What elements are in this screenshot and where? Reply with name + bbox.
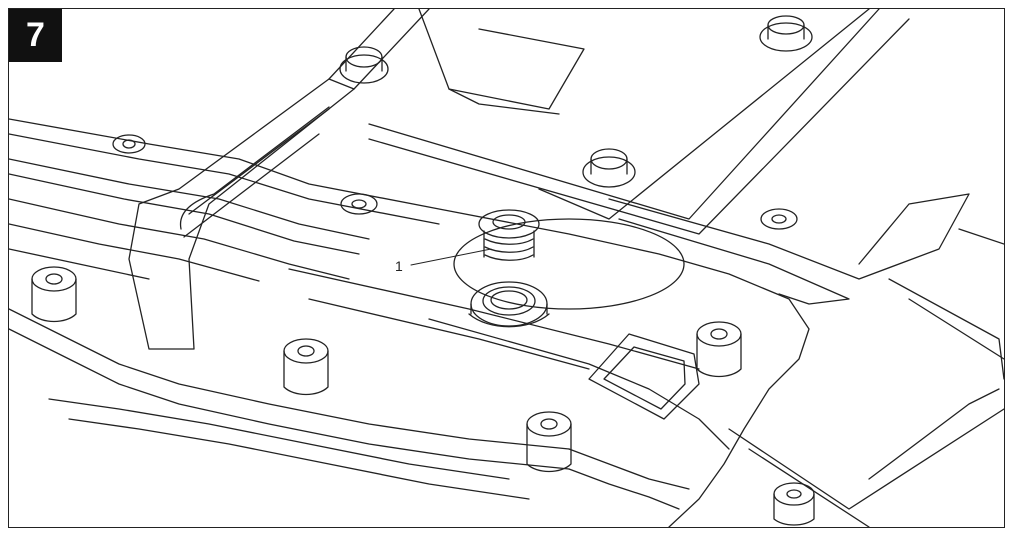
oil-filler-plug (478, 209, 540, 261)
callout-label-1: 1 (395, 258, 403, 274)
socket-screw (696, 321, 742, 378)
gear-housing (9, 118, 810, 527)
hex-bolt (339, 46, 389, 84)
hex-bolt (759, 15, 813, 52)
socket-screw (31, 266, 77, 323)
cutting-blade-upper (368, 9, 910, 235)
socket-screw (112, 134, 146, 154)
blade-support-arm (128, 9, 430, 350)
cutting-blade-lower (608, 193, 1004, 527)
hex-bolt (582, 148, 636, 188)
socket-screw (526, 411, 572, 473)
socket-screw (773, 482, 815, 526)
drive-shaft-hub (453, 218, 685, 328)
socket-screw (340, 193, 378, 215)
socket-screw (760, 208, 798, 230)
callout-leader-line-1 (410, 248, 492, 266)
socket-screw (283, 338, 329, 396)
mower-blade-assembly-drawing: 1 (9, 9, 1004, 527)
square-drive-opening (588, 333, 700, 420)
diagram-frame: 7 (8, 8, 1005, 528)
step-number-badge: 7 (9, 9, 62, 62)
